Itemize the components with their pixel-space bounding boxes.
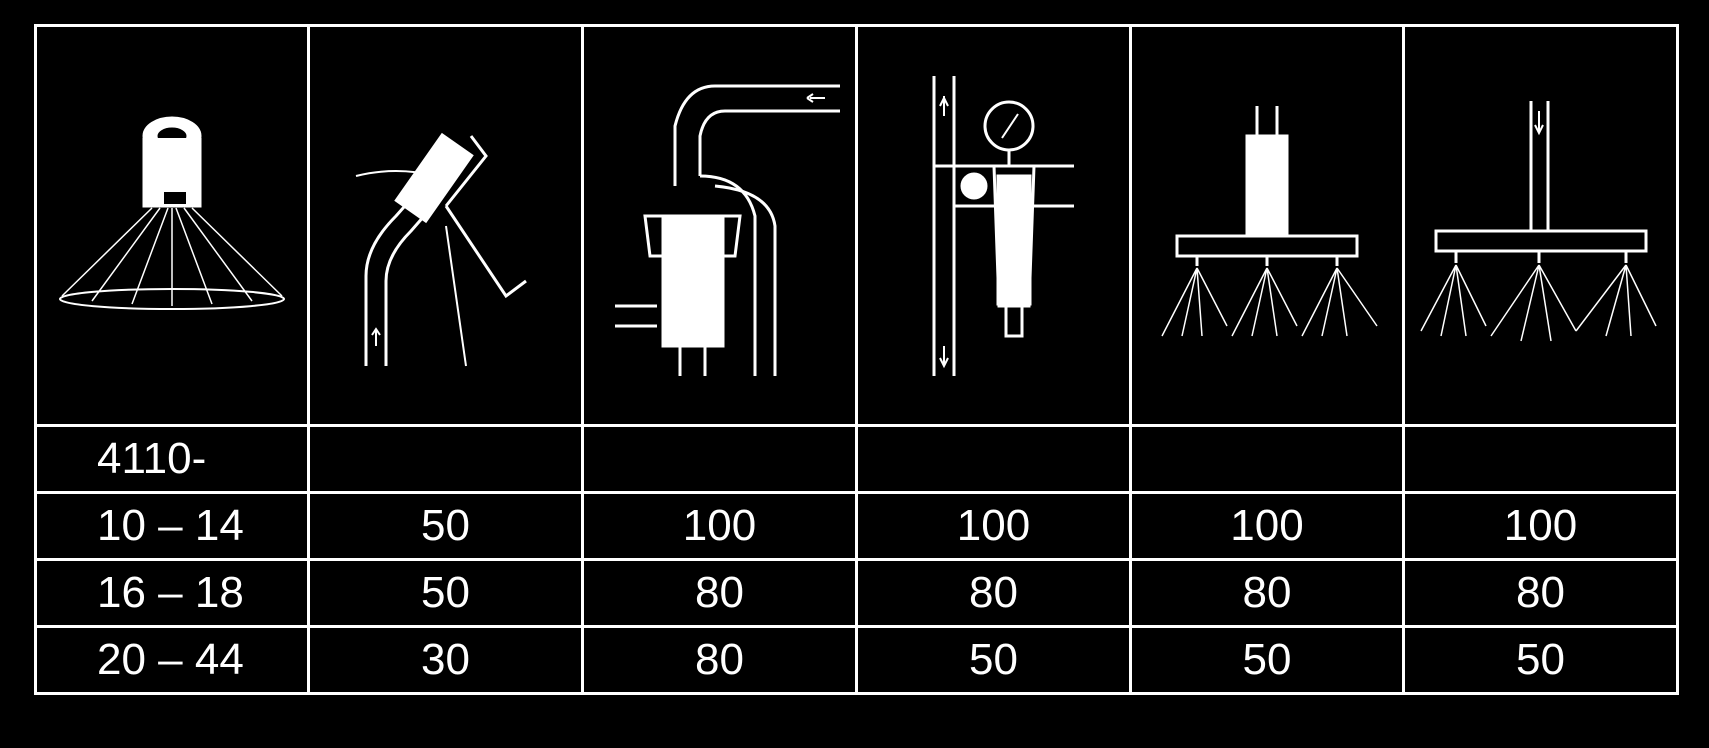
table-cell: 100 bbox=[855, 491, 1132, 561]
table-cell: 100 bbox=[1402, 491, 1679, 561]
filter-mesh-table: 4110- 10 – 14 50 100 100 100 100 16 – 18… bbox=[34, 24, 1679, 695]
table-cell: 80 bbox=[1129, 558, 1405, 628]
boom-filter-icon bbox=[1161, 105, 1378, 336]
illustration-cell-boom-filter bbox=[1129, 24, 1405, 427]
table-cell: 50 bbox=[855, 625, 1132, 695]
table-row: 10 – 14 50 100 100 100 100 bbox=[34, 491, 1679, 561]
illustration-row bbox=[34, 24, 1679, 427]
illustration-cell-inline-strainer bbox=[307, 24, 584, 427]
suction-filter-icon bbox=[614, 84, 840, 376]
table-cell: 80 bbox=[1402, 558, 1679, 628]
table-cell: 100 bbox=[1129, 491, 1405, 561]
table-cell-range: 20 – 44 bbox=[34, 625, 310, 695]
table-cell bbox=[1129, 424, 1405, 494]
illustration-cell-suction-filter bbox=[581, 24, 858, 427]
illustration-cell-boom-no-filter bbox=[1402, 24, 1679, 427]
table-cell bbox=[855, 424, 1132, 494]
table-cell bbox=[1402, 424, 1679, 494]
inline-strainer-icon bbox=[355, 132, 527, 366]
illustration-cell-pressure-filter bbox=[855, 24, 1132, 427]
series-label: 4110- bbox=[34, 424, 310, 494]
table-row: 16 – 18 50 80 80 80 80 bbox=[34, 558, 1679, 628]
table-cell-range: 10 – 14 bbox=[34, 491, 310, 561]
table-cell: 50 bbox=[307, 491, 584, 561]
illustration-cell-nozzle bbox=[34, 24, 310, 427]
table-cell: 80 bbox=[581, 625, 858, 695]
pressure-line-filter-icon bbox=[932, 75, 1074, 376]
table-cell bbox=[581, 424, 858, 494]
table-cell: 80 bbox=[581, 558, 858, 628]
table-cell-range: 16 – 18 bbox=[34, 558, 310, 628]
spray-nozzle-icon bbox=[59, 116, 285, 310]
table-row: 20 – 44 30 80 50 50 50 bbox=[34, 625, 1679, 695]
table-cell: 100 bbox=[581, 491, 858, 561]
table-cell: 80 bbox=[855, 558, 1132, 628]
table-cell: 50 bbox=[307, 558, 584, 628]
table-cell: 50 bbox=[1129, 625, 1405, 695]
table-cell bbox=[307, 424, 584, 494]
table-cell: 30 bbox=[307, 625, 584, 695]
boom-no-filter-icon bbox=[1419, 100, 1657, 341]
table-row-header: 4110- bbox=[34, 424, 1679, 494]
table-cell: 50 bbox=[1402, 625, 1679, 695]
